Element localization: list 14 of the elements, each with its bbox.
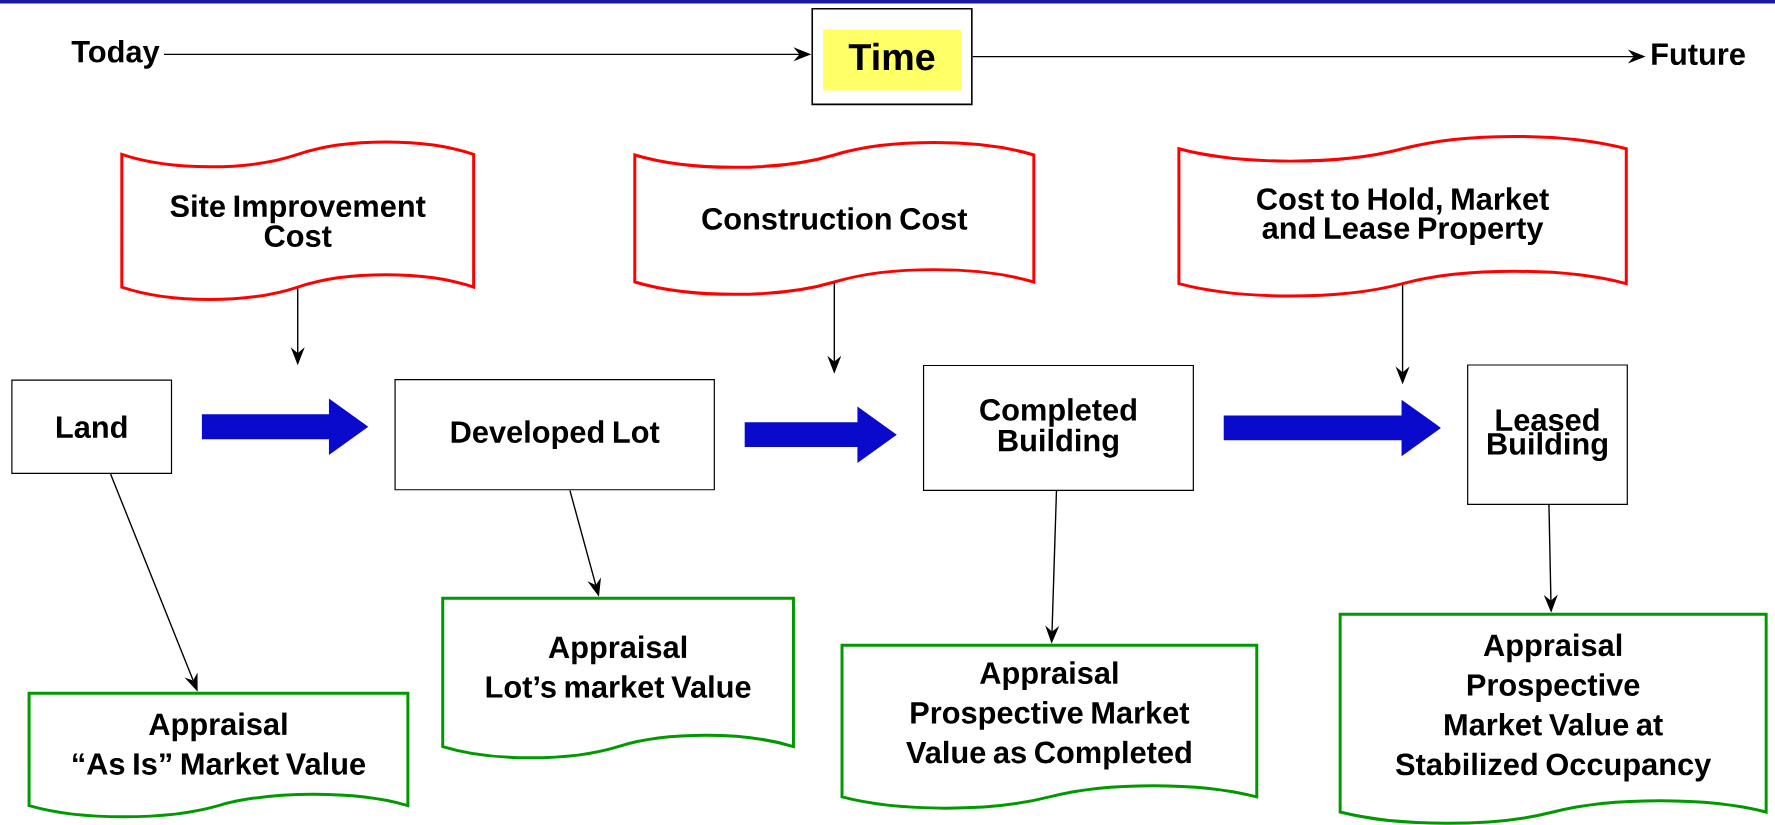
cost-banner: Construction Cost [633, 141, 1036, 296]
cost-banner: Site Improvement Cost [120, 140, 476, 301]
time-box: Time [811, 7, 973, 106]
appraisal-document: Appraisal Prospective Market Value at Stabilized Occupancy [1338, 612, 1768, 825]
appraisal-document: Appraisal Prospective Market Value as Completed [840, 643, 1259, 810]
cost-banner: Cost to Hold, Market and Lease Property [1177, 134, 1628, 298]
time-label: Future [1652, 43, 1745, 65]
appraisal-document: Appraisal “As Is” Market Value [27, 691, 410, 819]
stage-box: Land [11, 379, 173, 474]
stage-box: Leased Building [1467, 364, 1628, 505]
stage-box: Completed Building [922, 364, 1194, 491]
appraisal-document: Appraisal Lot’s market Value [441, 596, 795, 760]
stage-box: Developed Lot [394, 378, 715, 491]
time-label: Today [71, 39, 160, 69]
